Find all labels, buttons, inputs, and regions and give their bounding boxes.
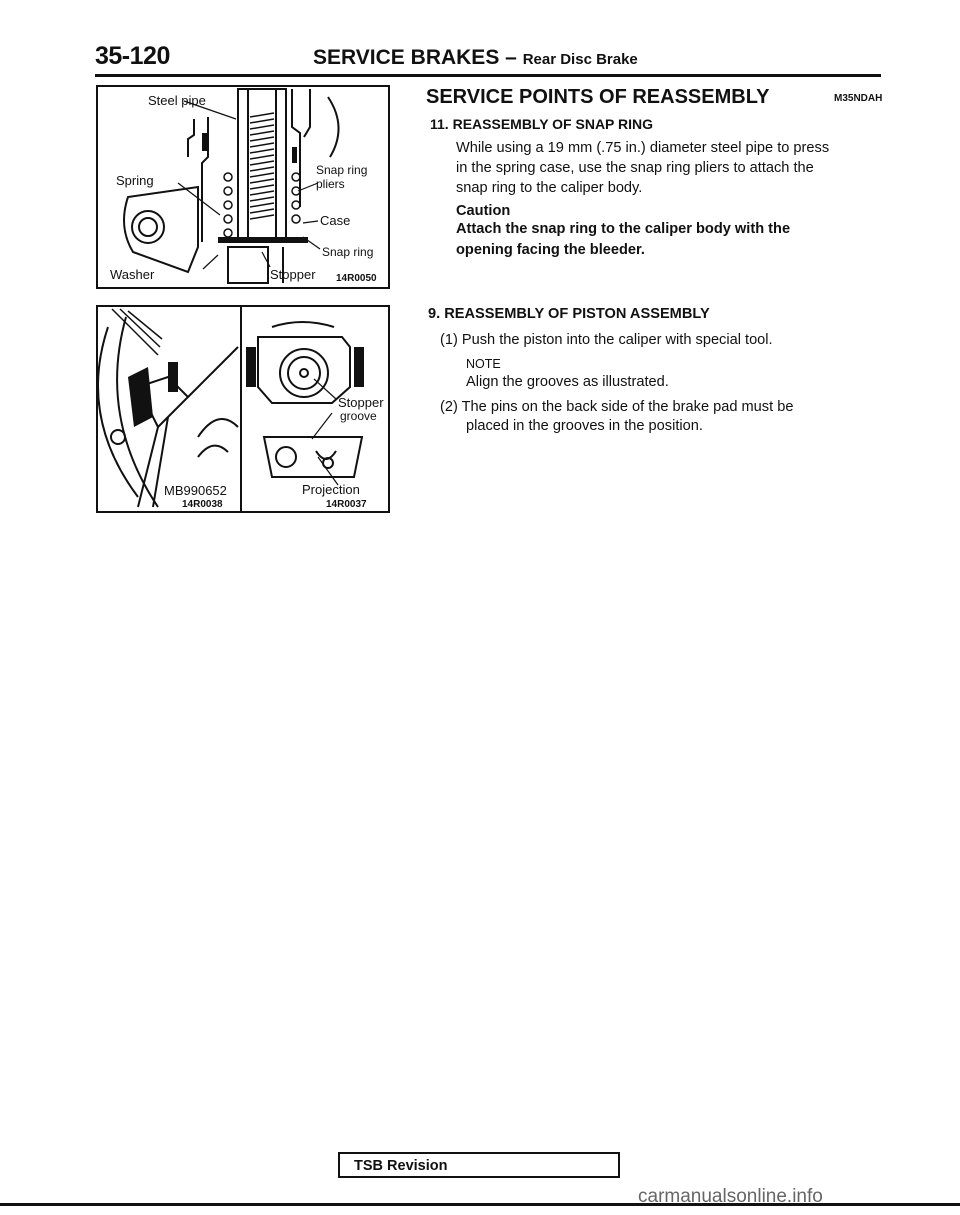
section9-step1: (1) Push the piston into the caliper wit… [440,332,773,348]
footer-rule [0,1203,960,1206]
title-dash: – [505,46,517,69]
figure-stopper-groove: Stopper groove Projection 14R0037 [240,305,390,513]
label-stopper: Stopper [270,267,316,282]
header-rule [95,74,881,77]
section-heading: SERVICE POINTS OF REASSEMBLY [426,86,770,108]
section-title: SERVICE BRAKES [313,46,500,69]
page-number: 35-120 [95,42,170,70]
label-snap-ring: Snap ring [322,245,374,259]
page-header: 35-120 SERVICE BRAKES – Rear Disc Brake [0,0,960,80]
label-groove: groove [340,409,377,423]
figure-code: 14R0037 [326,499,367,510]
caution-line1: Attach the snap ring to the caliper body… [456,221,791,237]
label-snap-ring-pliers: Snap ring [316,163,368,177]
tsb-revision-label: TSB Revision [354,1158,448,1174]
label-washer: Washer [110,267,155,282]
piston-tool-illustration [98,308,239,508]
watermark: carmanualsonline.info [638,1186,823,1207]
figure-snap-ring: Steel pipe Snap ring pliers Spring Case … [96,85,390,289]
section11-line3: snap ring to the caliper body. [456,180,643,196]
section9-step2-line1: (2) The pins on the back side of the bra… [440,399,794,415]
section9-title: 9. REASSEMBLY OF PISTON ASSEMBLY [428,306,710,322]
label-case: Case [320,213,351,228]
section11-line1: While using a 19 mm (.75 in.) diameter s… [456,140,830,156]
label-projection: Projection [302,482,360,497]
label-special-tool: MB990652 [164,483,227,498]
section11-line2: in the spring case, use the snap ring pl… [456,160,814,176]
tsb-revision-box: TSB Revision [338,1152,620,1178]
section-subtitle: Rear Disc Brake [522,51,638,68]
figure-piston-tool: MB990652 14R0038 [96,305,244,513]
label-spring: Spring [116,173,154,188]
snap-ring-illustration [123,88,340,284]
caution-label: Caution [456,203,511,219]
heading-code: M35NDAH [834,93,883,104]
label-stopper: Stopper [338,395,384,410]
note-text: Align the grooves as illustrated. [466,374,669,390]
note-label: NOTE [466,357,501,371]
stopper-groove-illustration [246,321,364,486]
section11-title: 11. REASSEMBLY OF SNAP RING [430,116,654,132]
page-title: SERVICE BRAKES – Rear Disc Brake [313,46,638,70]
label-steel-pipe: Steel pipe [148,93,206,108]
figure-code: 14R0050 [336,273,377,284]
section9-step2-line2: placed in the grooves in the position. [466,418,703,434]
figure-code: 14R0038 [182,499,223,510]
caution-line2: opening facing the bleeder. [456,242,645,258]
label-snap-ring-pliers-2: pliers [316,177,345,191]
